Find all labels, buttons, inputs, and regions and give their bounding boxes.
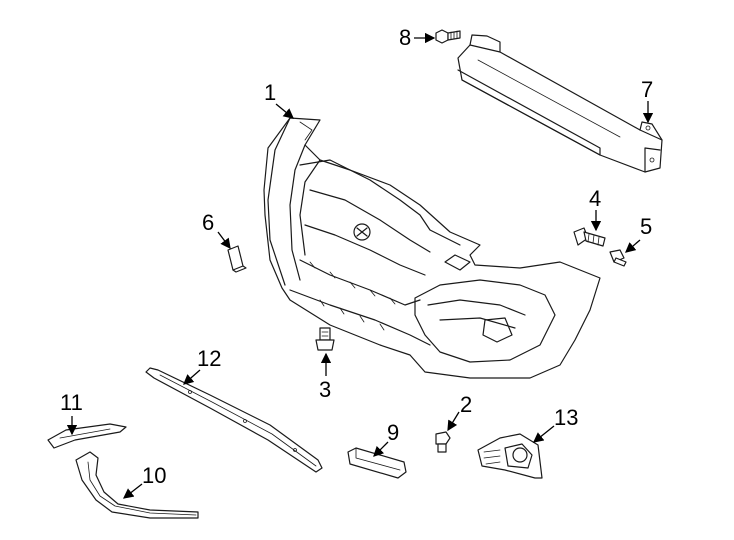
callout-1[interactable]: 1 — [264, 80, 295, 119]
side-trim-part — [47, 423, 127, 449]
callout-label-1: 1 — [264, 80, 276, 105]
retainer-clip-part — [435, 431, 451, 453]
callout-7[interactable]: 7 — [641, 77, 653, 124]
leader-arrow-6 — [217, 231, 231, 250]
rivet-fastener-part — [573, 227, 606, 247]
callout-12[interactable]: 12 — [183, 346, 221, 385]
callout-3[interactable]: 3 — [319, 352, 331, 402]
leader-arrow-12 — [183, 369, 201, 385]
callout-label-11: 11 — [60, 390, 83, 415]
callout-label-9: 9 — [387, 420, 399, 445]
lower-spoiler-strip-part — [145, 367, 323, 473]
callout-label-7: 7 — [641, 77, 653, 102]
push-retainer-part — [315, 327, 335, 351]
callout-8[interactable]: 8 — [399, 25, 436, 50]
callout-10[interactable]: 10 — [122, 463, 166, 499]
impact-bar-part — [457, 34, 663, 173]
callout-label-8: 8 — [399, 25, 411, 50]
leader-arrow-5 — [625, 239, 641, 253]
leader-arrow-2 — [447, 411, 460, 432]
callout-2[interactable]: 2 — [447, 392, 472, 432]
bolt-part — [435, 29, 461, 44]
callout-11[interactable]: 11 — [60, 390, 83, 436]
bracket-tab-part — [227, 245, 247, 273]
callout-label-12: 12 — [197, 346, 221, 371]
leader-arrow-1 — [275, 103, 295, 119]
leader-arrow-13 — [532, 425, 555, 443]
license-bracket-part — [347, 447, 407, 479]
callout-13[interactable]: 13 — [532, 405, 578, 443]
fog-lamp-bezel-part — [477, 433, 543, 479]
callout-5[interactable]: 5 — [625, 214, 652, 253]
callout-label-6: 6 — [202, 210, 214, 235]
lower-molding-part — [75, 451, 199, 519]
callout-4[interactable]: 4 — [589, 186, 601, 232]
callout-label-13: 13 — [554, 405, 578, 430]
callout-9[interactable]: 9 — [373, 420, 399, 457]
leader-arrow-9 — [373, 441, 389, 457]
callout-label-5: 5 — [640, 214, 652, 239]
callout-label-4: 4 — [589, 186, 601, 211]
callout-label-2: 2 — [460, 392, 472, 417]
callout-label-3: 3 — [319, 377, 331, 402]
leader-arrow-10 — [122, 483, 143, 499]
screw-part — [609, 249, 627, 267]
bumper-cover-part — [263, 117, 601, 379]
callout-label-10: 10 — [142, 463, 166, 488]
callout-6[interactable]: 6 — [202, 210, 231, 250]
